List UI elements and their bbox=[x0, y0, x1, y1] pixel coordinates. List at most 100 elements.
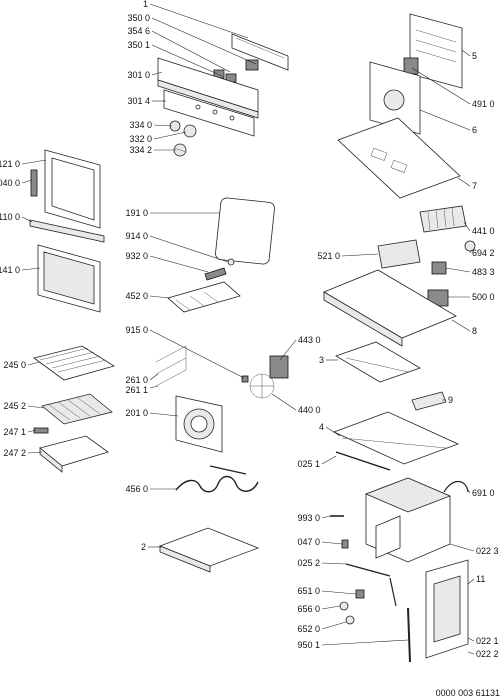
top-plate bbox=[337, 117, 461, 199]
label-354-6: 354 6 bbox=[127, 26, 150, 36]
knob-2 bbox=[183, 124, 197, 138]
back-panel bbox=[409, 13, 463, 89]
label-334-2: 334 2 bbox=[129, 145, 152, 155]
label-332-0: 332 0 bbox=[129, 134, 152, 144]
rear-casing-group bbox=[323, 13, 476, 383]
label-652-0: 652 0 bbox=[297, 624, 320, 634]
label-022-2: 022 2 bbox=[476, 649, 499, 659]
label-443-0: 443 0 bbox=[298, 335, 321, 345]
label-6: 6 bbox=[472, 125, 477, 135]
label-11: 11 bbox=[476, 574, 485, 584]
label-245-2: 245 2 bbox=[3, 401, 26, 411]
label-245-0: 245 0 bbox=[3, 360, 26, 370]
label-040-0: 040 0 bbox=[0, 178, 20, 188]
label-201-0: 201 0 bbox=[125, 408, 148, 418]
fan-blade bbox=[249, 373, 275, 399]
knob-fascia bbox=[163, 89, 255, 137]
runner-bar bbox=[335, 451, 391, 471]
label-334-0: 334 0 bbox=[129, 120, 152, 130]
side-rack bbox=[167, 281, 241, 313]
label-932-0: 932 0 bbox=[125, 251, 148, 261]
label-350-0: 350 0 bbox=[127, 13, 150, 23]
oven-shelf bbox=[33, 345, 115, 381]
label-2: 2 bbox=[141, 542, 146, 552]
lamp-cover bbox=[345, 615, 355, 625]
footer-reference: 0000 003 61131 bbox=[436, 688, 500, 698]
tray-handle bbox=[33, 427, 49, 434]
door-switch bbox=[443, 480, 469, 493]
oven-cavity-group bbox=[330, 391, 469, 663]
side-channel bbox=[335, 341, 421, 383]
panel-bracket bbox=[231, 33, 289, 71]
door-gasket bbox=[215, 197, 275, 265]
label-025-1: 025 1 bbox=[297, 459, 320, 469]
label-456-0: 456 0 bbox=[125, 484, 148, 494]
label-047-0: 047 0 bbox=[297, 537, 320, 547]
label-694-2: 694 2 bbox=[472, 248, 495, 258]
label-247-2: 247 2 bbox=[3, 448, 26, 458]
spring bbox=[204, 267, 227, 281]
bottom-plate bbox=[158, 527, 260, 567]
label-1: 1 bbox=[143, 0, 148, 9]
label-110-0: 110 0 bbox=[0, 212, 20, 222]
thermostat bbox=[464, 240, 476, 252]
label-022-1: 022 1 bbox=[476, 636, 499, 646]
runner-bar-2 bbox=[345, 563, 391, 577]
label-491-0: 491 0 bbox=[472, 99, 495, 109]
grill-rack bbox=[41, 393, 113, 425]
label-301-0: 301 0 bbox=[127, 70, 150, 80]
label-915-0: 915 0 bbox=[125, 325, 148, 335]
label-950-1: 950 1 bbox=[297, 640, 320, 650]
rear-strut bbox=[411, 391, 447, 411]
rod bbox=[407, 607, 411, 663]
label-3: 3 bbox=[319, 355, 324, 365]
relay bbox=[431, 261, 447, 275]
label-350-1: 350 1 bbox=[127, 40, 150, 50]
switch-block bbox=[245, 59, 259, 71]
label-993-0: 993 0 bbox=[297, 513, 320, 523]
label-247-1: 247 1 bbox=[3, 427, 26, 437]
label-261-1: 261 1 bbox=[125, 385, 148, 395]
clip bbox=[341, 539, 349, 549]
label-261-0: 261 0 bbox=[125, 375, 148, 385]
label-7: 7 bbox=[472, 181, 477, 191]
label-5: 5 bbox=[472, 51, 477, 61]
label-441-0: 441 0 bbox=[472, 226, 495, 236]
label-452-0: 452 0 bbox=[125, 291, 148, 301]
lamp-holder bbox=[355, 589, 365, 599]
leader-lines bbox=[21, 3, 475, 655]
lamp bbox=[227, 258, 235, 266]
label-656-0: 656 0 bbox=[297, 604, 320, 614]
label-521-0: 521 0 bbox=[317, 251, 340, 261]
label-483-3: 483 3 bbox=[472, 267, 495, 277]
label-651-0: 651 0 bbox=[297, 586, 320, 596]
base-sheet bbox=[332, 411, 460, 465]
label-301-4: 301 4 bbox=[127, 96, 150, 106]
back-motor bbox=[403, 57, 419, 75]
center-components-group bbox=[155, 197, 289, 573]
label-9: 9 bbox=[448, 395, 453, 405]
lamp-bulb bbox=[339, 601, 349, 611]
label-191-0: 191 0 bbox=[125, 208, 148, 218]
tangential-fan bbox=[419, 205, 467, 233]
door-hinge bbox=[30, 169, 38, 197]
label-500-0: 500 0 bbox=[472, 292, 495, 302]
label-914-0: 914 0 bbox=[125, 231, 148, 241]
door-seal bbox=[29, 219, 105, 243]
label-4: 4 bbox=[319, 422, 324, 432]
label-141-0: 141 0 bbox=[0, 265, 20, 275]
label-121-0: 121 0 bbox=[0, 159, 20, 169]
shelves-group bbox=[33, 345, 115, 473]
label-8: 8 bbox=[472, 326, 477, 336]
door-group bbox=[29, 149, 105, 313]
label-022-3: 022 3 bbox=[476, 546, 499, 556]
control-panel-group bbox=[157, 33, 289, 157]
heating-element bbox=[175, 475, 259, 493]
label-025-2: 025 2 bbox=[297, 558, 320, 568]
terminal-block bbox=[377, 239, 421, 269]
convection-motor bbox=[269, 355, 289, 379]
label-691-0: 691 0 bbox=[472, 488, 495, 498]
label-440-0: 440 0 bbox=[298, 405, 321, 415]
